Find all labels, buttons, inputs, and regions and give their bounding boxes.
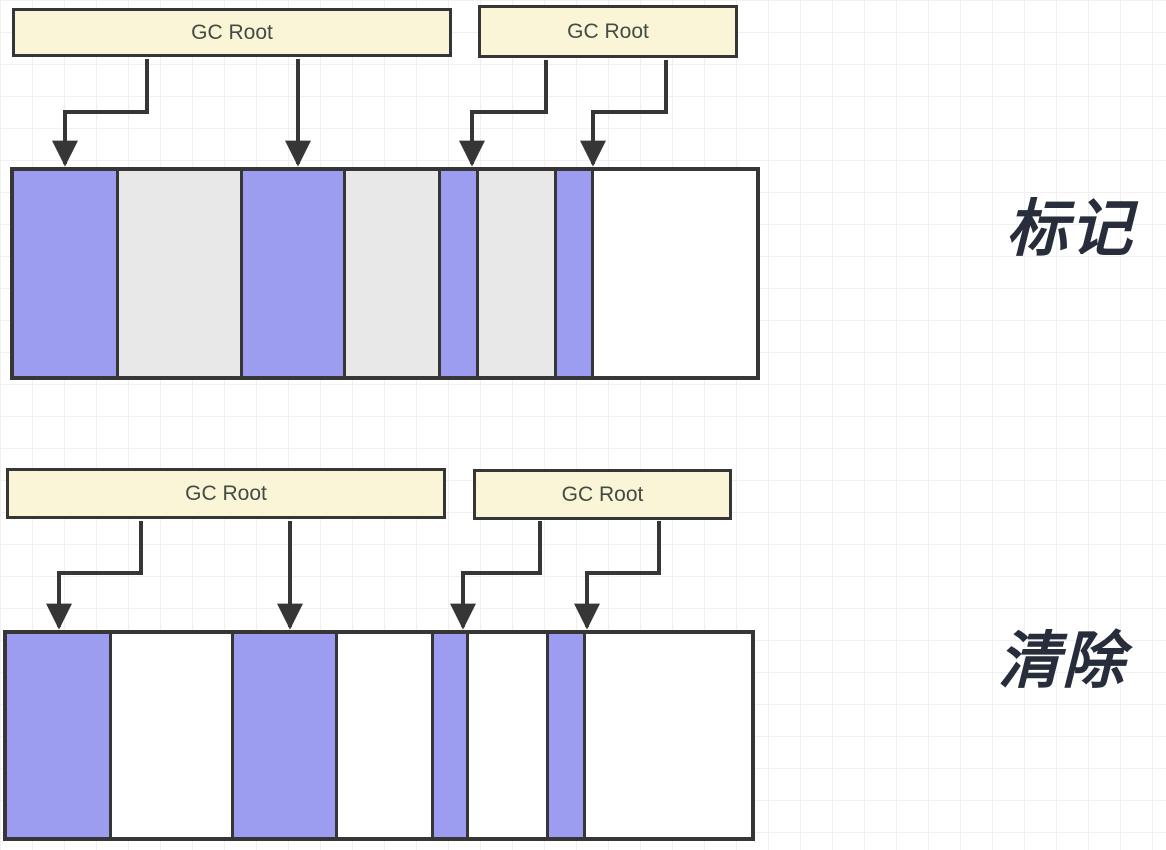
heap-segment-free bbox=[335, 634, 431, 837]
heap-segment-live bbox=[438, 171, 476, 376]
arrow-mark-root1-obj1 bbox=[52, 59, 149, 167]
gc-root-label: GC Root bbox=[567, 19, 649, 43]
heap-segment-garbage bbox=[116, 171, 240, 376]
heap-segment-live bbox=[240, 171, 343, 376]
heap-segment-live bbox=[7, 634, 109, 837]
gc-root-box-2-mark: GC Root bbox=[478, 5, 738, 58]
heap-segment-free bbox=[591, 171, 756, 376]
gc-root-box-2-sweep: GC Root bbox=[473, 469, 732, 520]
heap-segment-live bbox=[431, 634, 466, 837]
arrow-mark-root2-obj4 bbox=[580, 60, 668, 167]
heap-segment-live bbox=[231, 634, 335, 837]
heap-segment-live bbox=[546, 634, 583, 837]
gc-root-box-1-sweep: GC Root bbox=[6, 468, 446, 519]
gc-root-box-1-mark: GC Root bbox=[12, 8, 452, 57]
phase-label-sweep: 清除 bbox=[998, 627, 1127, 696]
gc-root-label: GC Root bbox=[191, 20, 273, 44]
arrow-sweep-root2-obj3 bbox=[450, 521, 542, 630]
heap-segment-live bbox=[554, 171, 591, 376]
gc-root-label: GC Root bbox=[561, 482, 644, 506]
arrow-mark-root2-obj3 bbox=[459, 60, 548, 167]
heap-segment-live bbox=[14, 171, 116, 376]
gc-root-label: GC Root bbox=[185, 481, 267, 505]
heap-segment-free bbox=[466, 634, 546, 837]
heap-segment-free bbox=[109, 634, 231, 837]
heap-segment-garbage bbox=[343, 171, 438, 376]
heap-segment-garbage bbox=[476, 171, 554, 376]
heap-bar-sweep bbox=[3, 630, 755, 841]
arrow-sweep-root2-obj4 bbox=[574, 521, 661, 630]
heap-bar-mark bbox=[10, 167, 760, 380]
phase-label-mark: 标记 bbox=[1006, 195, 1135, 264]
arrow-sweep-root1-obj1 bbox=[46, 521, 143, 630]
heap-segment-free bbox=[583, 634, 751, 837]
